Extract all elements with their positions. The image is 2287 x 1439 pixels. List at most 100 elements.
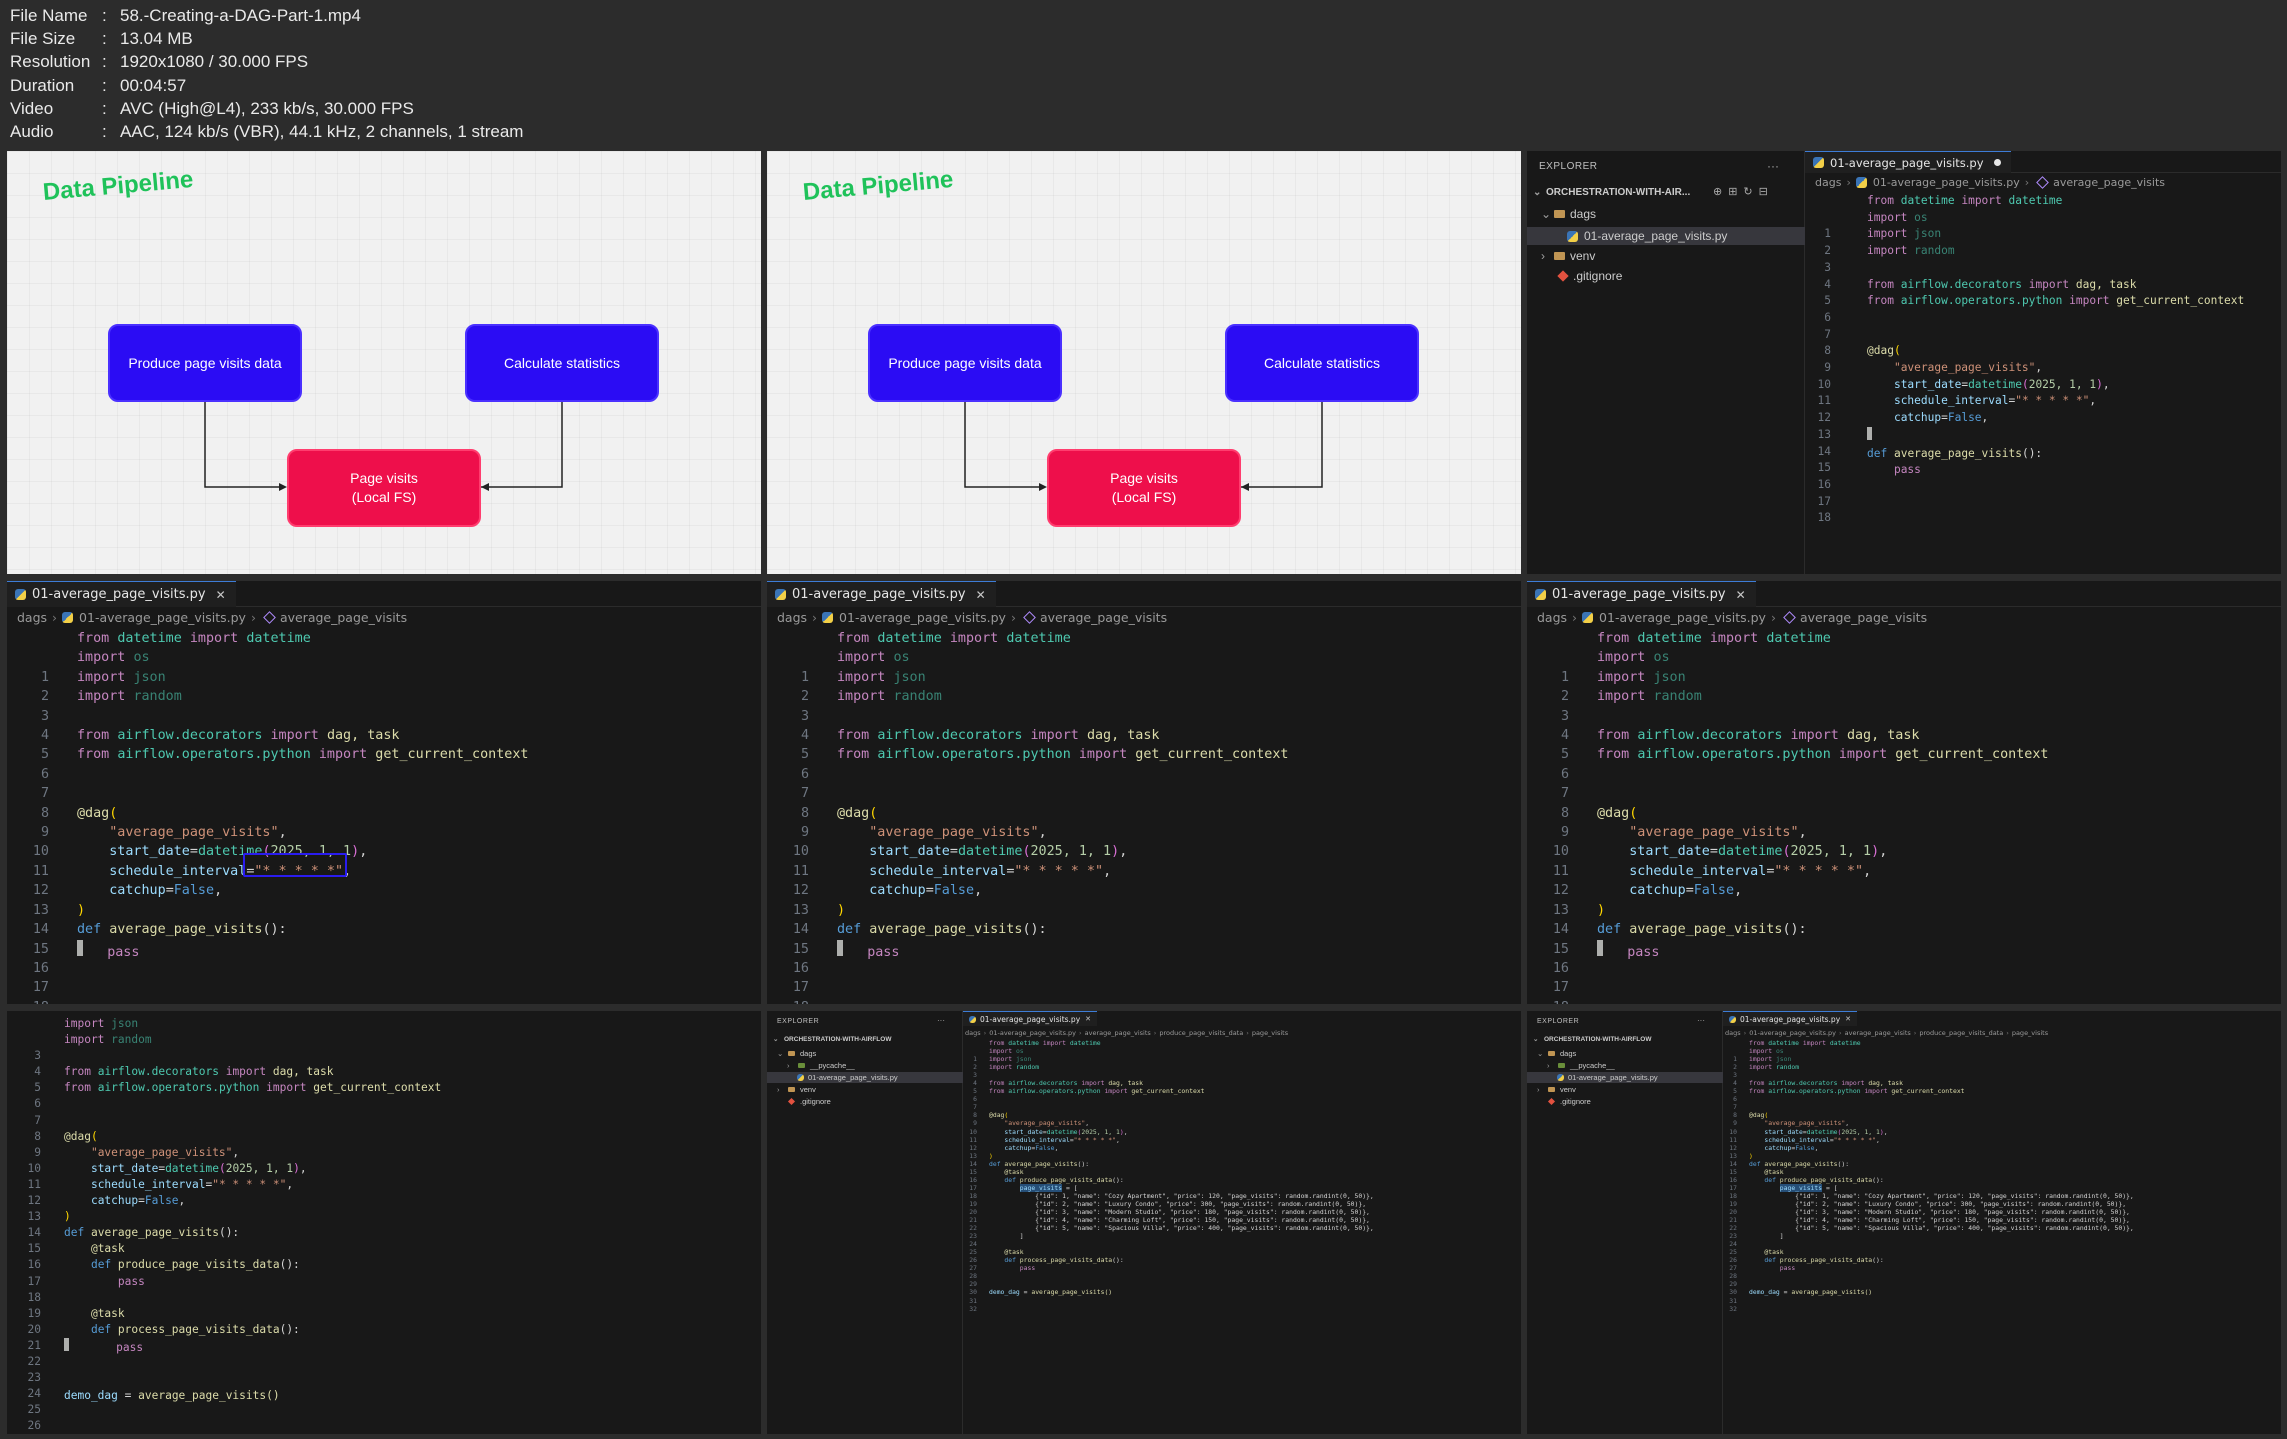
info-row: Resolution:1920x1080 / 30.000 FPS bbox=[10, 52, 309, 72]
explorer-project[interactable]: ⌄ORCHESTRATION-WITH-AIRFLOW bbox=[1533, 1035, 1652, 1044]
tree-folder-dags[interactable]: ⌄dags bbox=[777, 1049, 817, 1058]
tree-folder-pycache[interactable]: ›__pycache__ bbox=[787, 1061, 855, 1070]
git-icon bbox=[1557, 270, 1569, 282]
breadcrumb: dags›01-average_page_visits.py›average_p… bbox=[17, 609, 408, 625]
text-cursor bbox=[1867, 426, 1872, 440]
explorer-title: EXPLORER bbox=[777, 1018, 820, 1025]
vscode-window-1: EXPLORER ··· ⌄ORCHESTRATION-WITH-AIR... … bbox=[1527, 151, 2281, 574]
selection-highlight bbox=[243, 853, 347, 877]
more-actions-icon[interactable]: ··· bbox=[1767, 159, 1779, 173]
text-cursor bbox=[77, 939, 83, 956]
explorer-project[interactable]: ⌄ORCHESTRATION-WITH-AIR... bbox=[1533, 187, 1691, 198]
more-actions-icon[interactable]: ··· bbox=[937, 1016, 945, 1025]
python-icon bbox=[1535, 589, 1546, 600]
symbol-icon bbox=[1023, 610, 1036, 624]
breadcrumb: dags›01-average_page_visits.py›average_p… bbox=[1725, 1029, 2049, 1037]
editor-tabbar: 01-average_page_visits.py✕ bbox=[7, 581, 761, 607]
vscode-window-4: 01-average_page_visits.py✕ dags›01-avera… bbox=[1527, 581, 2281, 1004]
symbol-icon bbox=[2036, 175, 2049, 189]
python-icon bbox=[1855, 176, 1867, 188]
python-icon bbox=[822, 611, 834, 623]
vscode-window-3: 01-average_page_visits.py✕ dags›01-avera… bbox=[767, 581, 1521, 1004]
tree-folder-dags[interactable]: ⌄dags bbox=[1537, 1049, 1577, 1058]
close-icon[interactable]: ✕ bbox=[1735, 587, 1746, 602]
editor-tab[interactable]: 01-average_page_visits.py✕ bbox=[1723, 1011, 1858, 1026]
info-row: Video:AVC (High@L4), 233 kb/s, 30.000 FP… bbox=[10, 98, 414, 118]
editor-area: 01-average_page_visits.py✕ dags›01-avera… bbox=[963, 1011, 1521, 1434]
tree-folder-venv[interactable]: ›venv bbox=[1537, 1085, 1576, 1094]
editor-area: 01-average_page_visits.py✕ dags›01-avera… bbox=[1723, 1011, 2281, 1434]
produce-box: Produce page visits data bbox=[868, 324, 1062, 402]
editor-tabbar: 01-average_page_visits.py bbox=[1805, 151, 2281, 173]
tree-file-gitignore[interactable]: .gitignore bbox=[787, 1097, 831, 1106]
close-icon[interactable]: ✕ bbox=[215, 587, 226, 602]
info-row: Audio:AAC, 124 kb/s (VBR), 44.1 kHz, 2 c… bbox=[10, 121, 524, 141]
python-icon bbox=[1582, 611, 1594, 623]
produce-box: Produce page visits data bbox=[108, 324, 302, 402]
close-icon[interactable]: ✕ bbox=[1845, 1015, 1852, 1023]
editor-area: 01-average_page_visits.py dags›01-averag… bbox=[1805, 151, 2281, 574]
diagram-panel-1: Data Pipeline Produce page visits data C… bbox=[7, 151, 761, 574]
breadcrumb: dags›01-average_page_visits.py›average_p… bbox=[1815, 175, 2166, 189]
vscode-window-6: EXPLORER ··· ⌄ORCHESTRATION-WITH-AIRFLOW… bbox=[767, 1011, 1521, 1434]
breadcrumb: dags›01-average_page_visits.py›average_p… bbox=[965, 1029, 1289, 1037]
editor-tab[interactable]: 01-average_page_visits.py✕ bbox=[767, 581, 996, 607]
python-icon bbox=[1813, 157, 1824, 168]
explorer-sidebar: EXPLORER ··· ⌄ORCHESTRATION-WITH-AIR... … bbox=[1527, 151, 1805, 574]
explorer-title: EXPLORER bbox=[1539, 161, 1598, 172]
explorer-sidebar: EXPLORER ··· ⌄ORCHESTRATION-WITH-AIRFLOW… bbox=[1527, 1011, 1723, 1434]
tree-folder-venv[interactable]: ›venv bbox=[1541, 249, 1596, 263]
tree-file-gitignore[interactable]: .gitignore bbox=[1557, 269, 1622, 283]
python-icon bbox=[62, 611, 74, 623]
breadcrumb: dags›01-average_page_visits.py›average_p… bbox=[777, 609, 1168, 625]
tree-folder-pycache[interactable]: ›__pycache__ bbox=[1547, 1061, 1615, 1070]
storage-box: Page visits (Local FS) bbox=[287, 449, 481, 527]
calculate-box: Calculate statistics bbox=[465, 324, 659, 402]
text-cursor bbox=[837, 939, 843, 956]
more-actions-icon[interactable]: ··· bbox=[1697, 1016, 1705, 1025]
python-icon bbox=[775, 589, 786, 600]
editor-tabbar: 01-average_page_visits.py✕ bbox=[1527, 581, 2281, 607]
vscode-window-2: 01-average_page_visits.py✕ dags›01-avera… bbox=[7, 581, 761, 1004]
folder-icon bbox=[1554, 210, 1565, 218]
editor-tab[interactable]: 01-average_page_visits.py bbox=[1805, 151, 2011, 173]
explorer-sidebar: EXPLORER ··· ⌄ORCHESTRATION-WITH-AIRFLOW… bbox=[767, 1011, 963, 1434]
vscode-window-7: EXPLORER ··· ⌄ORCHESTRATION-WITH-AIRFLOW… bbox=[1527, 1011, 2281, 1434]
tree-file-selected[interactable]: 01-average_page_visits.py bbox=[1527, 227, 1805, 245]
explorer-toolbar-icons[interactable]: ⊕⊞↻⊟ bbox=[1713, 186, 1774, 198]
close-icon[interactable]: ✕ bbox=[1085, 1015, 1092, 1023]
explorer-project[interactable]: ⌄ORCHESTRATION-WITH-AIRFLOW bbox=[773, 1035, 892, 1044]
tree-file-gitignore[interactable]: .gitignore bbox=[1547, 1097, 1591, 1106]
editor-tab[interactable]: 01-average_page_visits.py✕ bbox=[963, 1011, 1098, 1026]
editor-tab[interactable]: 01-average_page_visits.py✕ bbox=[7, 581, 236, 607]
storage-box: Page visits (Local FS) bbox=[1047, 449, 1241, 527]
close-icon[interactable]: ✕ bbox=[975, 587, 986, 602]
breadcrumb: dags›01-average_page_visits.py›average_p… bbox=[1537, 609, 1928, 625]
diagram-connectors bbox=[204, 402, 563, 491]
tree-folder-venv[interactable]: ›venv bbox=[777, 1085, 816, 1094]
info-row: Duration:00:04:57 bbox=[10, 75, 187, 95]
symbol-icon bbox=[1783, 610, 1796, 624]
explorer-title: EXPLORER bbox=[1537, 1018, 1580, 1025]
folder-icon bbox=[1554, 252, 1565, 260]
info-row: File Size:13.04 MB bbox=[10, 29, 193, 49]
media-info: File Name:58.-Creating-a-DAG-Part-1.mp4 … bbox=[10, 4, 710, 143]
editor-tabbar: 01-average_page_visits.py✕ bbox=[767, 581, 1521, 607]
info-row: File Name:58.-Creating-a-DAG-Part-1.mp4 bbox=[10, 6, 361, 25]
tree-file-selected[interactable]: 01-average_page_visits.py bbox=[1527, 1072, 1723, 1083]
diagram-connectors bbox=[964, 402, 1323, 491]
tree-file-selected[interactable]: 01-average_page_visits.py bbox=[767, 1072, 963, 1083]
python-icon bbox=[1567, 230, 1578, 242]
tree-folder-dags[interactable]: ⌄dags bbox=[1541, 207, 1597, 221]
editor-tab[interactable]: 01-average_page_visits.py✕ bbox=[1527, 581, 1756, 607]
symbol-icon bbox=[263, 610, 276, 624]
text-cursor bbox=[1597, 939, 1603, 956]
